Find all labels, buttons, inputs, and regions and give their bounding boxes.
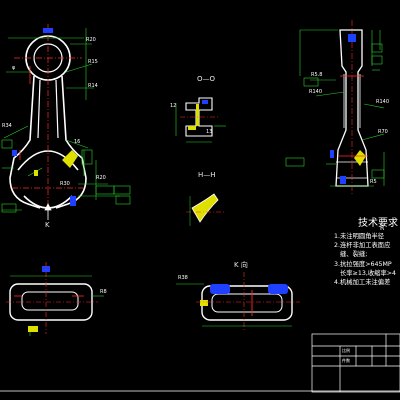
k-view <box>176 272 300 332</box>
side-web <box>343 74 361 128</box>
side-dimensions <box>299 29 385 187</box>
view-k-title: K 向 <box>234 261 248 269</box>
section-o-view <box>175 97 226 143</box>
side-accents <box>330 34 366 184</box>
section-h-view <box>186 193 226 226</box>
dim-label: R5 <box>370 179 377 185</box>
front-dim-boxes <box>1 139 131 213</box>
cap-view <box>6 262 104 336</box>
front-hatches <box>34 150 78 176</box>
dim-label: R14 <box>88 83 98 89</box>
dim-label: R20 <box>86 37 96 43</box>
dim-label: R20 <box>96 175 106 181</box>
front-accents <box>12 150 76 206</box>
tech-note-line: 1.未注明圆角半径 <box>334 233 385 240</box>
dim-label: R38 <box>178 275 188 281</box>
section-o-label: O—O <box>197 75 216 83</box>
side-dim-boxes <box>285 43 385 179</box>
view-k-marker: K <box>45 221 50 229</box>
dim-label: R5.8 <box>311 72 323 78</box>
dim-label: R30 <box>60 181 70 187</box>
front-red-marks <box>19 66 31 160</box>
section-h-label: H—H <box>198 171 216 179</box>
dim-label: R70 <box>378 129 388 135</box>
side-red-marks <box>338 75 368 157</box>
k-arrow <box>44 203 52 220</box>
dim-label: R140 <box>376 99 390 105</box>
inner-rib-left <box>37 79 41 139</box>
front-top-marker <box>43 28 53 33</box>
dim-label: φ <box>12 65 16 71</box>
tech-note-line: 2.连杆非加工表面应 <box>334 242 391 249</box>
tech-note-corner: R <box>380 225 385 232</box>
dim-label: 16 <box>74 139 81 145</box>
inner-rib-right <box>55 79 59 139</box>
front-dimensions <box>2 28 120 211</box>
dim-label: R15 <box>88 59 98 65</box>
tech-requirements-title: 技术要求 <box>358 218 398 229</box>
dim-label: R34 <box>2 123 12 129</box>
dim-label: 13 <box>206 129 213 135</box>
tech-note-line: 长率≥13,收缩率>4 <box>340 270 397 277</box>
title-block-cell: 件数 <box>342 358 350 363</box>
tech-note-line: 4.机械加工未注偏差 <box>334 279 391 286</box>
front-centerlines <box>12 24 84 216</box>
tech-note-line: 3.抗拉强度>645MP <box>334 261 392 268</box>
dim-label: R140 <box>309 89 323 95</box>
tech-note-line: 缝、裂缝; <box>340 251 368 258</box>
title-block <box>311 333 400 393</box>
dim-label: R8 <box>100 289 107 295</box>
dim-label: 12 <box>170 103 177 109</box>
title-block-cell: 比例 <box>342 348 350 353</box>
